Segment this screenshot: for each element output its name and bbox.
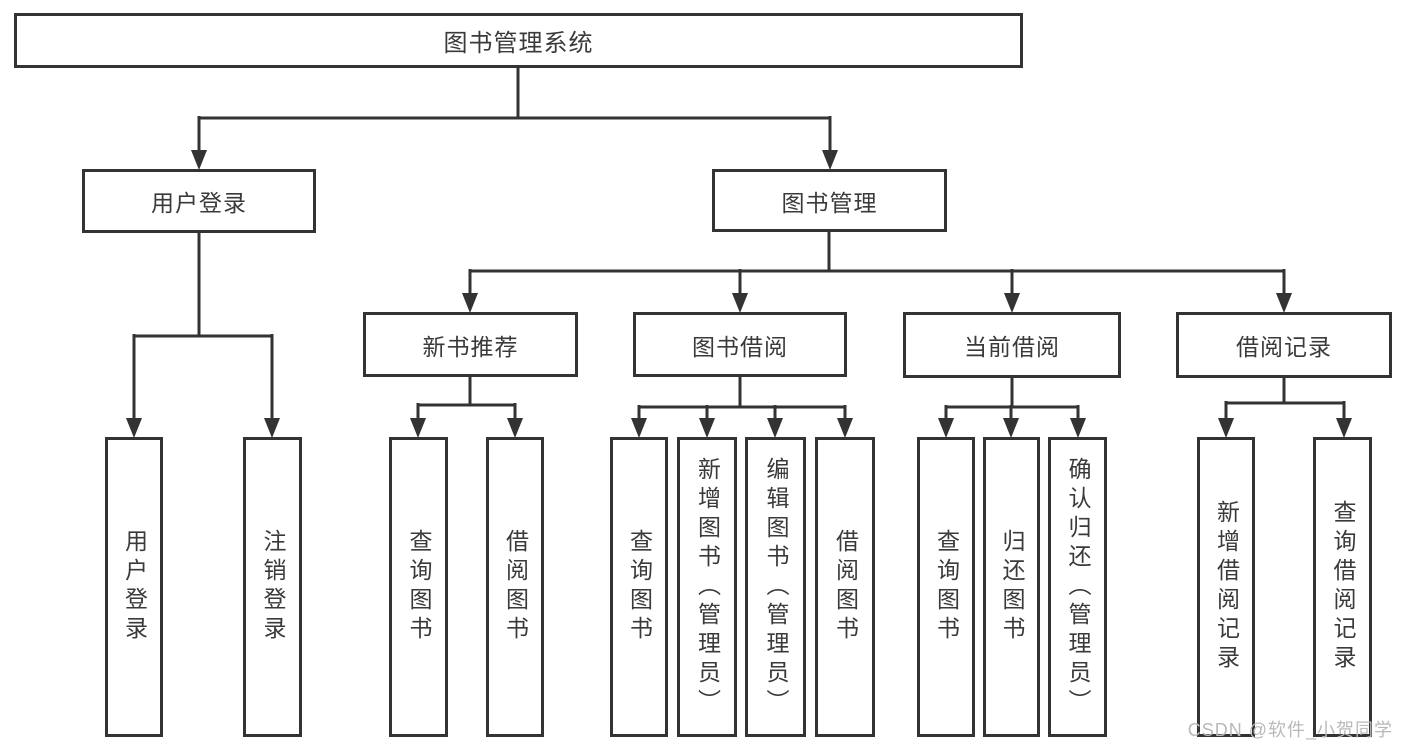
node-book-borrowing: 图书借阅 — [633, 312, 847, 377]
node-book-management: 图书管理 — [712, 169, 947, 232]
leaf-newbooks-query-books-label: 查询图书 — [406, 529, 432, 645]
leaf-records-add-record-label: 新增借阅记录 — [1213, 500, 1240, 674]
leaf-borrowing-add-books-admin: 新增图书（管理员） — [677, 437, 737, 737]
leaf-current-confirm-return-admin: 确认归还（管理员） — [1048, 437, 1107, 737]
node-root: 图书管理系统 — [14, 13, 1023, 68]
node-book-management-label: 图书管理 — [781, 189, 878, 216]
leaf-newbooks-borrow-books: 借阅图书 — [486, 437, 544, 737]
node-current-borrowing: 当前借阅 — [903, 312, 1121, 378]
leaf-logout: 注销登录 — [243, 437, 302, 737]
leaf-logout-label: 注销登录 — [260, 529, 286, 645]
leaf-borrowing-edit-books-admin-label: 编辑图书（管理员） — [763, 456, 789, 718]
leaf-borrowing-query-books-label: 查询图书 — [626, 529, 653, 645]
leaf-borrowing-add-books-admin-label: 新增图书（管理员） — [694, 456, 721, 718]
node-borrow-records: 借阅记录 — [1176, 312, 1392, 378]
leaf-borrowing-query-books: 查询图书 — [610, 437, 668, 737]
leaf-newbooks-query-books: 查询图书 — [389, 437, 448, 737]
connector-new-books-to-leaves — [410, 377, 523, 438]
leaf-records-add-record: 新增借阅记录 — [1197, 437, 1255, 737]
leaf-borrowing-borrow-books-label: 借阅图书 — [832, 529, 859, 645]
leaf-current-query-books-label: 查询图书 — [933, 529, 960, 645]
leaf-borrowing-edit-books-admin: 编辑图书（管理员） — [745, 437, 806, 737]
leaf-user-login-label: 用户登录 — [121, 529, 148, 645]
leaf-current-return-books-label: 归还图书 — [999, 529, 1025, 645]
leaf-current-return-books: 归还图书 — [983, 437, 1040, 737]
leaf-current-confirm-return-admin-label: 确认归还（管理员） — [1065, 456, 1091, 718]
node-user-login-label: 用户登录 — [151, 190, 247, 216]
node-new-books-label: 新书推荐 — [422, 333, 519, 360]
connector-user-login-to-leaves — [126, 233, 280, 438]
leaf-user-login: 用户登录 — [105, 437, 163, 737]
leaf-current-query-books: 查询图书 — [917, 437, 975, 737]
connector-book-borrowing-to-leaves — [631, 377, 853, 438]
csdn-watermark: CSDN @软件_小贺同学 — [1187, 720, 1393, 740]
node-book-borrowing-label: 图书借阅 — [692, 333, 788, 360]
leaf-borrowing-borrow-books: 借阅图书 — [815, 437, 875, 737]
node-current-borrowing-label: 当前借阅 — [964, 334, 1060, 360]
node-borrow-records-label: 借阅记录 — [1236, 334, 1332, 360]
leaf-records-query-record: 查询借阅记录 — [1313, 437, 1372, 737]
connector-current-borrowing-to-leaves — [938, 377, 1086, 438]
connector-root-to-level2 — [191, 66, 838, 170]
connector-book-management-to-level3 — [462, 232, 1292, 313]
connector-borrow-records-to-leaves — [1218, 377, 1352, 438]
node-root-label: 图书管理系统 — [443, 30, 594, 57]
node-user-login: 用户登录 — [82, 169, 316, 233]
leaf-newbooks-borrow-books-label: 借阅图书 — [502, 529, 529, 645]
leaf-records-query-record-label: 查询借阅记录 — [1330, 500, 1356, 674]
node-new-books: 新书推荐 — [363, 312, 578, 377]
